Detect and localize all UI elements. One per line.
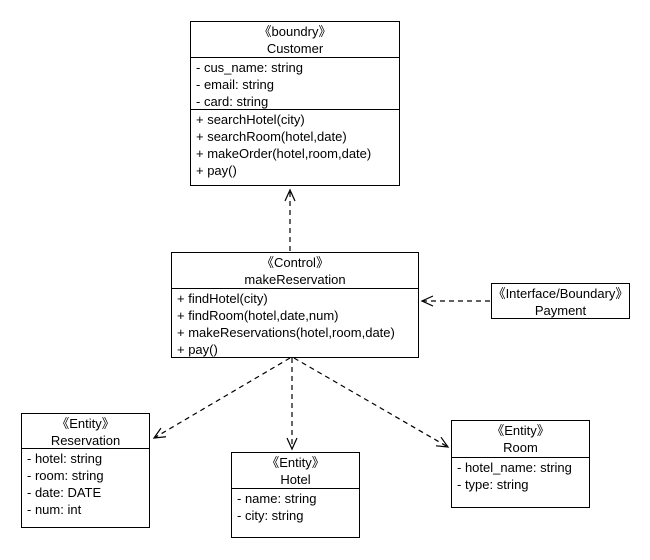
stereotype-label: 《Interface/Boundary》 bbox=[492, 286, 629, 301]
class-header-customer: 《boundry》 Customer bbox=[191, 22, 399, 57]
method-line: + searchRoom(hotel,date) bbox=[196, 129, 347, 144]
stereotype-label: 《Entity》 bbox=[56, 416, 115, 431]
attributes-compartment-customer: - cus_name: string - email: string - car… bbox=[191, 57, 399, 109]
class-box-room: 《Entity》 Room - hotel_name: string - typ… bbox=[451, 420, 590, 508]
attribute-line: - hotel_name: string bbox=[457, 460, 572, 475]
method-line: + pay() bbox=[177, 342, 218, 357]
class-box-customer: 《boundry》 Customer - cus_name: string - … bbox=[190, 21, 400, 186]
attribute-line: - date: DATE bbox=[27, 485, 102, 500]
class-name: Customer bbox=[266, 41, 324, 56]
dependency-arrow-makereservation-to-room bbox=[293, 357, 448, 447]
stereotype-label: 《Control》 bbox=[261, 255, 329, 270]
class-box-hotel: 《Entity》 Hotel - name: string - city: st… bbox=[231, 452, 360, 538]
class-header-makereservation: 《Control》 makeReservation bbox=[172, 253, 418, 288]
class-name: Room bbox=[503, 440, 538, 455]
methods-compartment-customer: + searchHotel(city) + searchRoom(hotel,d… bbox=[191, 109, 399, 185]
attribute-line: - cus_name: string bbox=[196, 60, 303, 75]
class-name: Reservation bbox=[50, 433, 121, 448]
class-header-hotel: 《Entity》 Hotel bbox=[232, 453, 359, 488]
stereotype-label: 《Entity》 bbox=[491, 423, 550, 438]
attribute-line: - card: string bbox=[196, 94, 269, 109]
methods-compartment-makereservation: + findHotel(city) + findRoom(hotel,date,… bbox=[172, 288, 418, 357]
class-header-payment: 《Interface/Boundary》 Payment bbox=[492, 284, 629, 318]
attributes-compartment-room: - hotel_name: string - type: string bbox=[452, 457, 589, 507]
attribute-line: - type: string bbox=[457, 477, 529, 492]
method-line: + searchHotel(city) bbox=[196, 112, 305, 127]
class-header-reservation: 《Entity》 Reservation bbox=[22, 414, 149, 448]
attribute-line: - name: string bbox=[237, 491, 317, 506]
attributes-compartment-hotel: - name: string - city: string bbox=[232, 488, 359, 537]
class-box-payment: 《Interface/Boundary》 Payment bbox=[491, 283, 630, 319]
dependency-arrow-makereservation-to-reservation bbox=[154, 357, 291, 438]
class-header-room: 《Entity》 Room bbox=[452, 421, 589, 457]
class-name: Payment bbox=[534, 303, 587, 318]
method-line: + makeOrder(hotel,room,date) bbox=[196, 146, 372, 161]
method-line: + findHotel(city) bbox=[177, 291, 268, 306]
attribute-line: - room: string bbox=[27, 468, 104, 483]
stereotype-label: 《Entity》 bbox=[266, 455, 325, 470]
class-name: Hotel bbox=[280, 472, 311, 487]
attributes-compartment-reservation: - hotel: string - room: string - date: D… bbox=[22, 448, 149, 527]
stereotype-label: 《boundry》 bbox=[258, 24, 332, 39]
method-line: + findRoom(hotel,date,num) bbox=[177, 308, 339, 323]
class-box-reservation: 《Entity》 Reservation - hotel: string - r… bbox=[21, 413, 150, 528]
attribute-line: - email: string bbox=[196, 77, 275, 92]
attribute-line: - hotel: string bbox=[27, 451, 103, 466]
method-line: + makeReservations(hotel,room,date) bbox=[177, 325, 395, 340]
method-line: + pay() bbox=[196, 163, 237, 178]
class-name: makeReservation bbox=[244, 272, 346, 287]
attribute-line: - num: int bbox=[27, 502, 82, 517]
class-box-makereservation: 《Control》 makeReservation + findHotel(ci… bbox=[171, 252, 419, 358]
attribute-line: - city: string bbox=[237, 508, 304, 523]
